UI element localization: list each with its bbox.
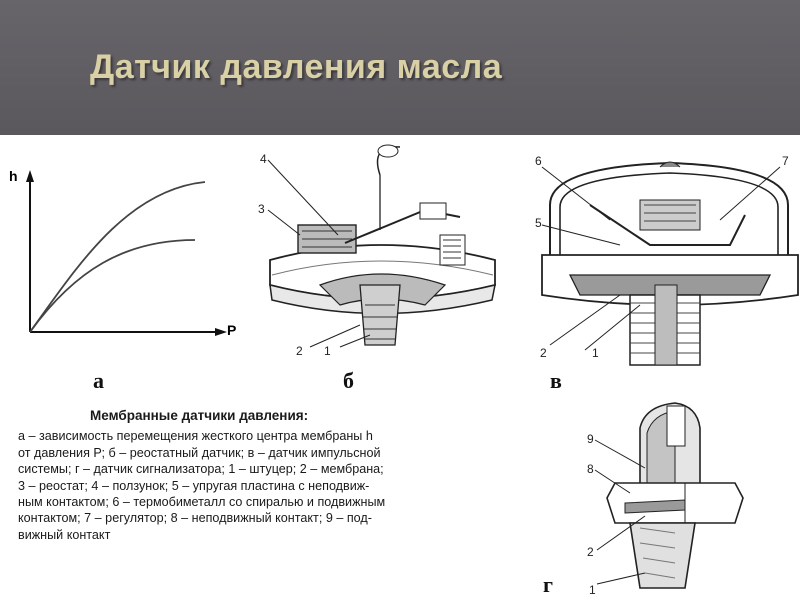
caption-line: 3 – реостат; 4 – ползунок; 5 – упругая п… (18, 478, 370, 493)
figure-g-signal-sensor: 9 8 2 1 (585, 398, 795, 598)
caption-line: контактом; 7 – регулятор; 8 – неподвижны… (18, 511, 372, 526)
title-banner (0, 0, 800, 135)
figure-a-graph: h P (5, 160, 245, 345)
figure-v-impulse-sensor: 6 7 5 2 1 (530, 145, 800, 375)
callout-8: 8 (587, 462, 594, 476)
callout-5: 5 (535, 216, 542, 230)
caption-line: системы; г – датчик сигнализатора; 1 – ш… (18, 462, 384, 477)
figure-a-label: а (93, 368, 104, 393)
caption-line: ным контактом; 6 – термобиметалл со спир… (18, 495, 386, 510)
figure-b-label: б (343, 368, 354, 393)
caption-line: от давления Р; б – реостатный датчик; в … (18, 445, 381, 460)
callout-7: 7 (782, 154, 789, 168)
callout-2: 2 (540, 346, 547, 360)
callout-2: 2 (296, 344, 303, 358)
callout-6: 6 (535, 154, 542, 168)
y-axis-label: h (9, 168, 18, 184)
callout-1: 1 (589, 583, 596, 597)
slide-title: Датчик давления масла (90, 48, 503, 86)
caption-line: а – зависимость перемещения жесткого цен… (18, 429, 373, 444)
x-axis-label: P (227, 322, 237, 338)
figure-caption: Мембранные датчики давления: а – зависим… (18, 408, 523, 543)
callout-9: 9 (587, 432, 594, 446)
caption-line: вижный контакт (18, 527, 111, 542)
callout-1: 1 (324, 344, 331, 358)
figure-v-label: в (550, 368, 562, 393)
callout-2: 2 (587, 545, 594, 559)
figure-g-label: г (543, 572, 553, 597)
figure-b-rheostat-sensor: 4 3 2 1 (250, 135, 515, 375)
caption-heading: Мембранные датчики давления: (90, 408, 309, 423)
callout-3: 3 (258, 202, 265, 216)
callout-1: 1 (592, 346, 599, 360)
callout-4: 4 (260, 152, 267, 166)
